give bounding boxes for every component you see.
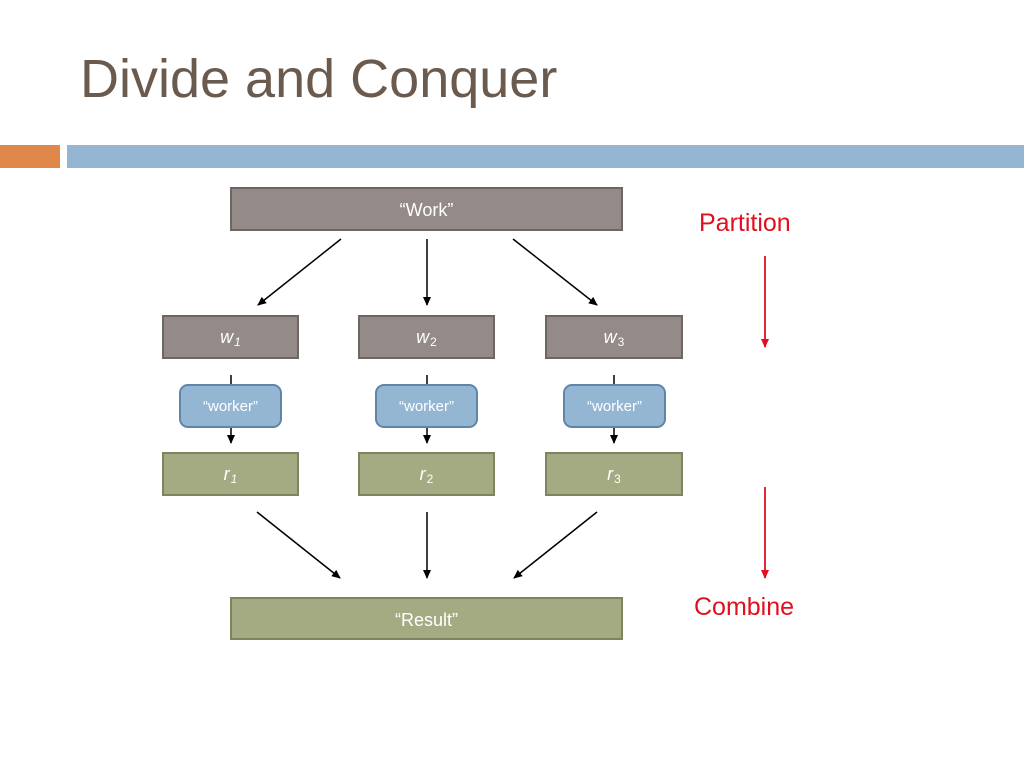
combine-label: Combine bbox=[694, 593, 795, 621]
result-item-subscript-3: 3 bbox=[614, 472, 621, 486]
result-item-subscript-1: 1 bbox=[230, 472, 238, 486]
slide-title: Divide and Conquer bbox=[80, 49, 558, 109]
work-item-symbol-3: w bbox=[603, 326, 617, 347]
partition-label: Partition bbox=[699, 209, 791, 237]
work-item-symbol-1: w bbox=[220, 326, 234, 347]
partition-arrow-3 bbox=[512, 238, 598, 306]
result-box: “Result” bbox=[230, 597, 623, 640]
worker-box-1: “worker” bbox=[179, 384, 282, 428]
result-item-symbol-1: r bbox=[223, 463, 230, 484]
worker-box-3: “worker” bbox=[563, 384, 666, 428]
work-item-subscript-3: 3 bbox=[617, 335, 625, 349]
work-item-subscript-2: 2 bbox=[430, 335, 437, 349]
work-item-subscript-1: 1 bbox=[234, 335, 241, 349]
result-item-symbol-2: r bbox=[419, 463, 426, 484]
partition-arrow-1 bbox=[257, 238, 342, 306]
work-item-symbol-2: w bbox=[416, 326, 430, 347]
worker-label-2: “worker” bbox=[399, 397, 454, 415]
work-box: “Work” bbox=[230, 187, 623, 231]
worker-box-2: “worker” bbox=[375, 384, 478, 428]
combine-arrow-3 bbox=[513, 511, 598, 579]
accent-bar-blue bbox=[67, 145, 1024, 168]
worker-label-3: “worker” bbox=[587, 397, 642, 415]
result-box-label: “Result” bbox=[394, 610, 458, 630]
result-item-symbol-3: r bbox=[607, 463, 614, 484]
accent-bar-orange bbox=[0, 145, 60, 168]
work-box-label: “Work” bbox=[399, 200, 454, 220]
result-item-subscript-2: 2 bbox=[426, 472, 434, 486]
worker-label-1: “worker” bbox=[203, 397, 258, 415]
combine-arrow-1 bbox=[256, 511, 341, 579]
